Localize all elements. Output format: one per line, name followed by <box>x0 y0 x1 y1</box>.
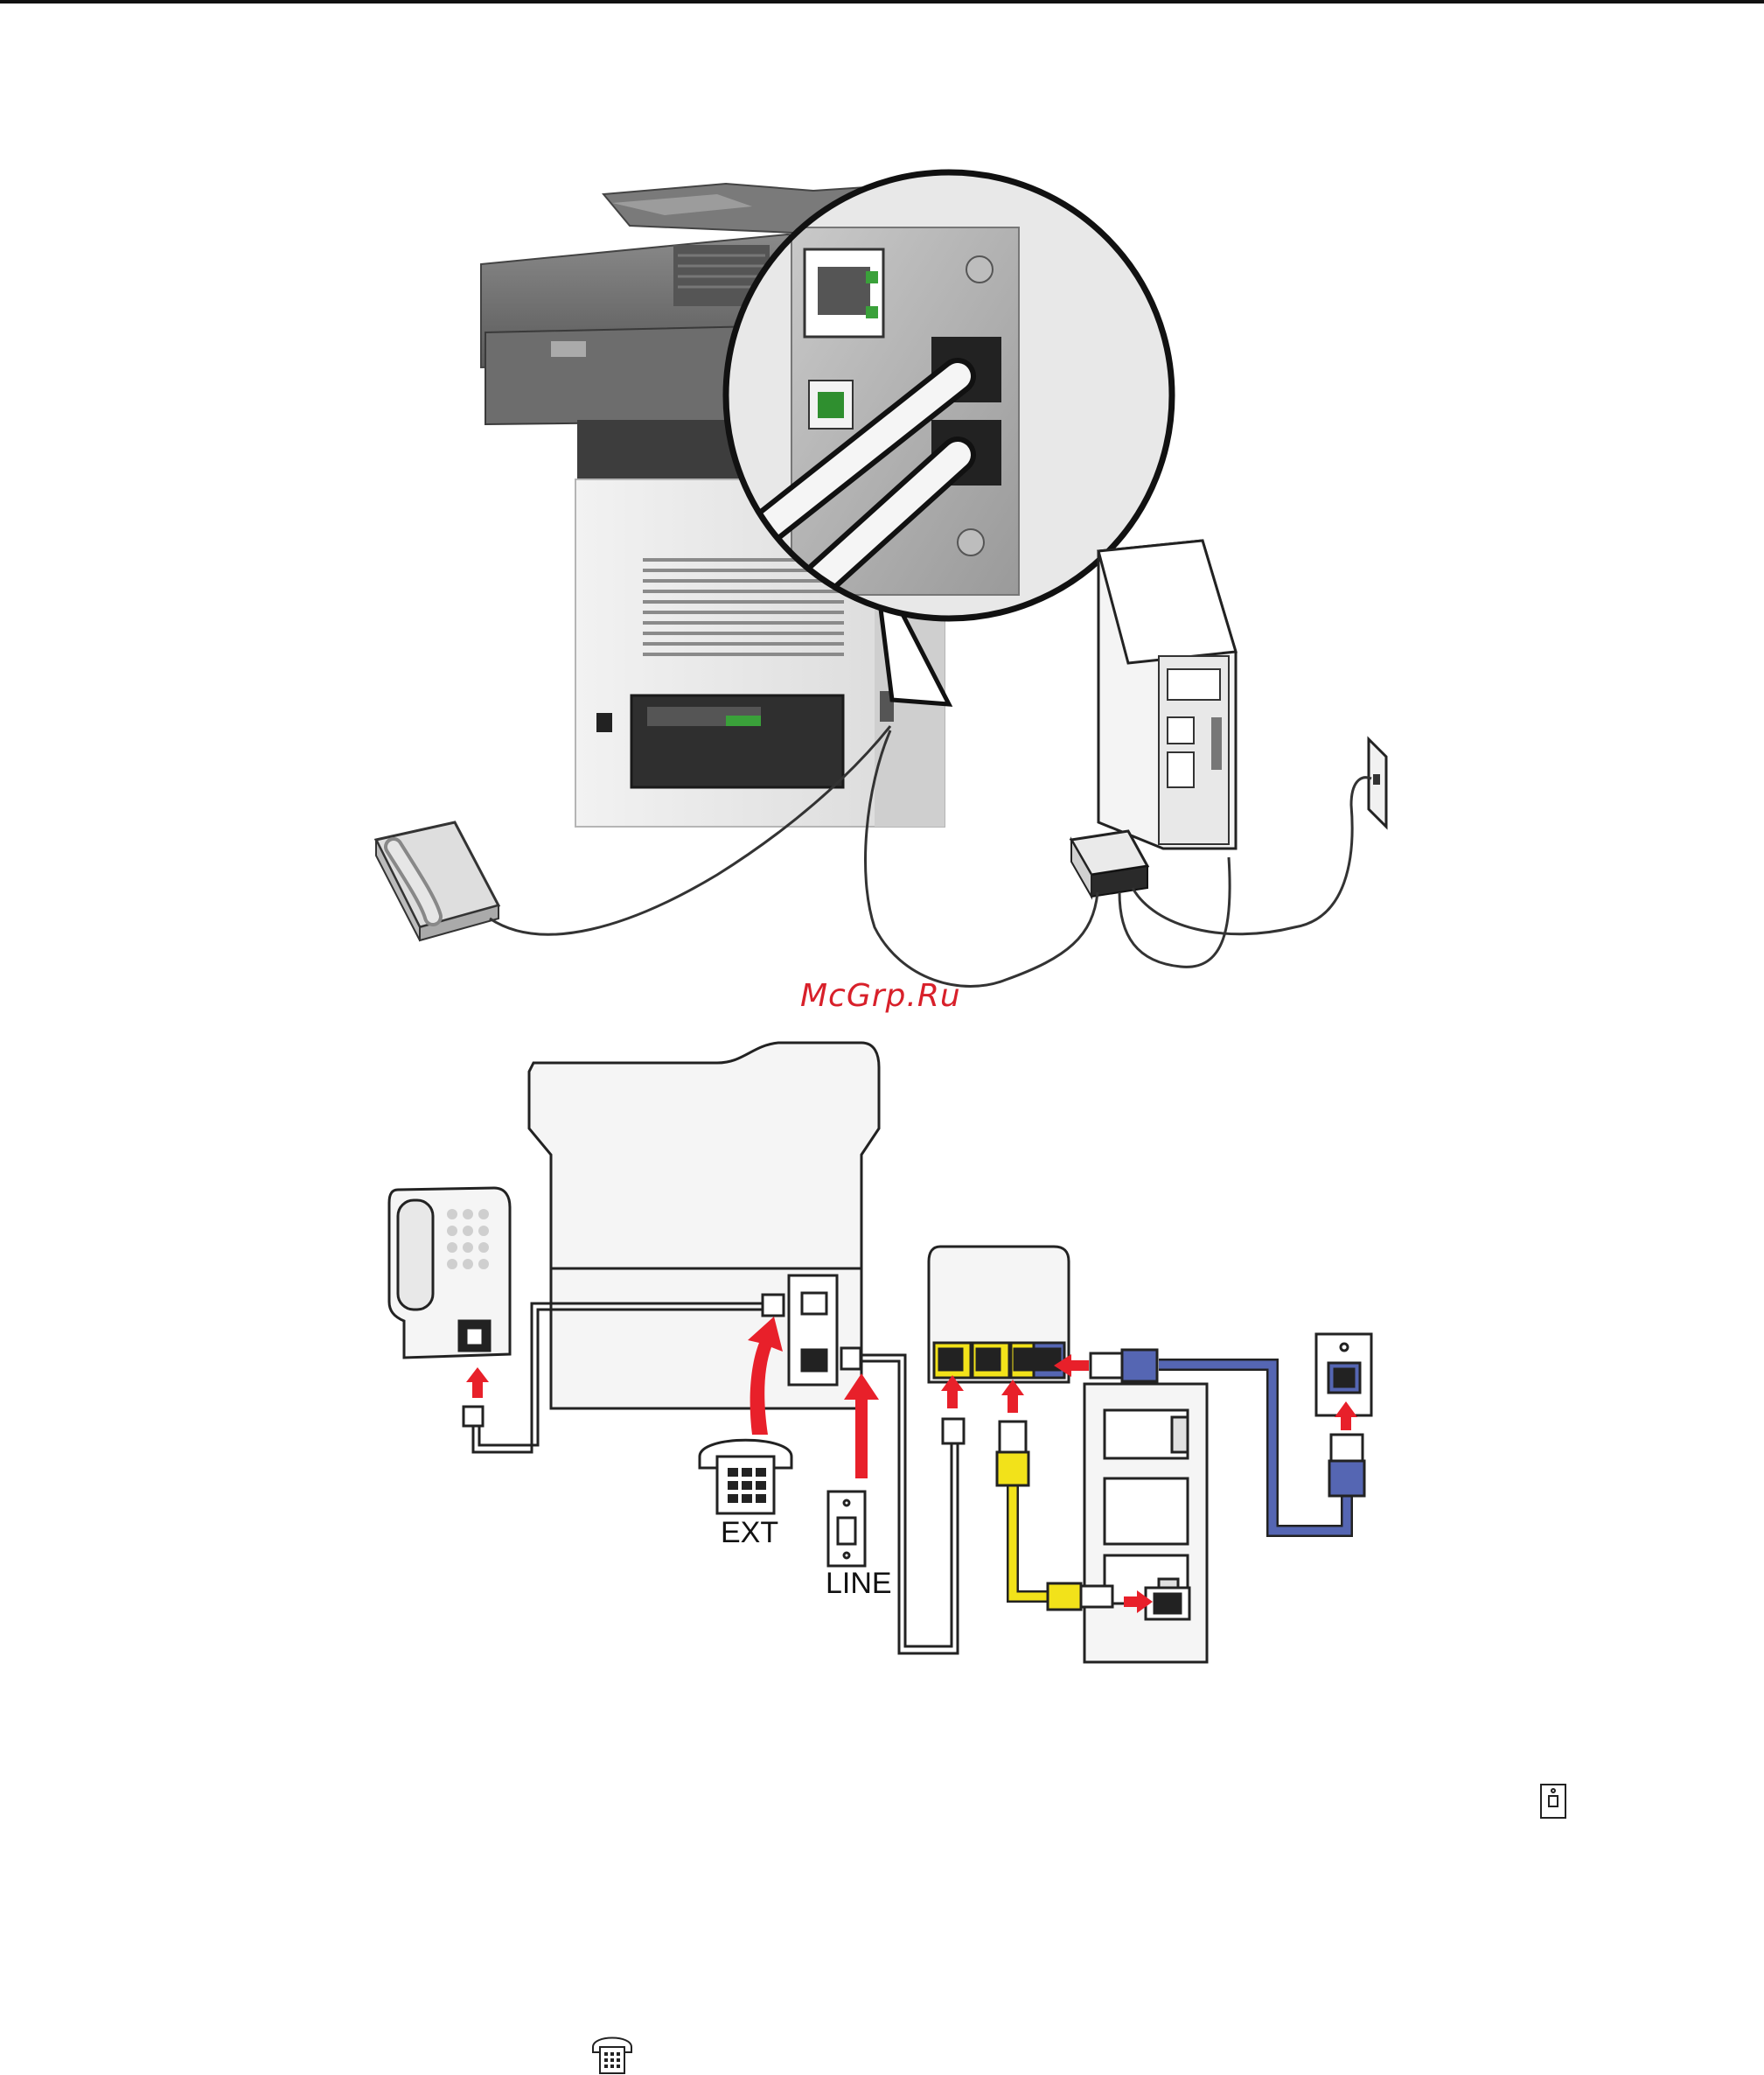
printer-diagram <box>529 1043 879 1408</box>
modem-diagram <box>929 1247 1069 1382</box>
wall-jack-diagram <box>1316 1334 1371 1415</box>
telephone-diagram <box>389 1188 510 1358</box>
ext-telephone-icon <box>700 1440 791 1513</box>
computer-tower-photo <box>1098 541 1236 849</box>
wall-jack-icon <box>1541 1785 1565 1818</box>
telephone-icon <box>593 2038 631 2074</box>
modem-photo <box>1071 831 1147 897</box>
watermark-text: McGrp.Ru <box>800 978 961 1014</box>
telephone-photo <box>376 822 499 940</box>
wall-jack-photo <box>1369 739 1386 827</box>
ext-label: EXT <box>721 1516 778 1550</box>
computer-tower-diagram <box>1084 1384 1207 1662</box>
line-wall-jack-icon <box>828 1492 865 1566</box>
line-label: LINE <box>826 1567 892 1601</box>
